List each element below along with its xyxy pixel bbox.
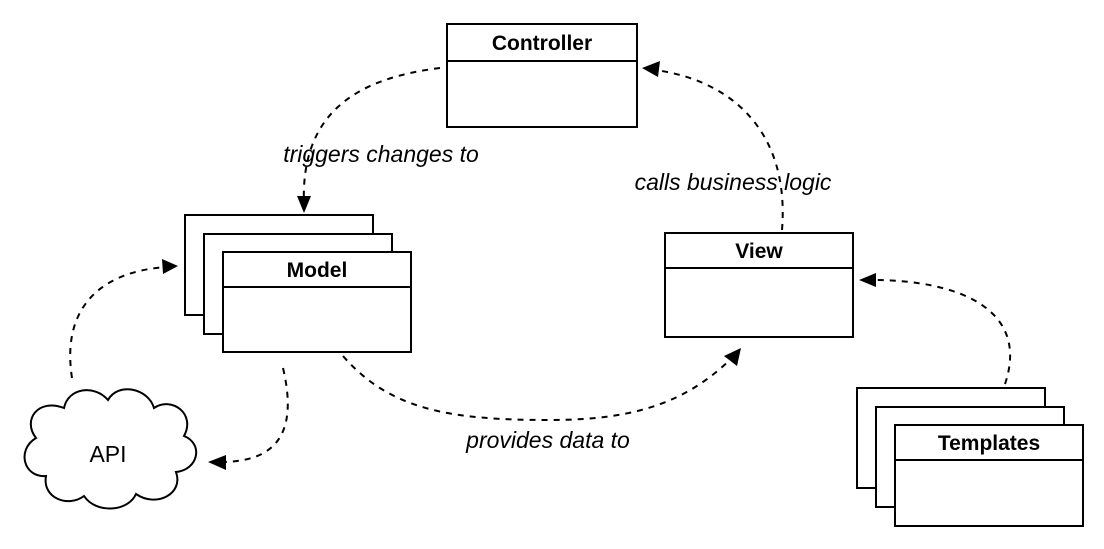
api-label: API [89,441,126,467]
edge-controller-to-model: triggers changes to [283,67,479,213]
arrowhead [297,196,311,213]
edge-label-triggers: triggers changes to [283,141,479,167]
model-title: Model [287,259,348,282]
cloud-shape [23,388,198,510]
edge-label-provides: provides data to [465,427,630,453]
view-node[interactable]: View [664,232,854,338]
edge-view-to-controller: calls business logic [635,61,832,231]
edge-templates-to-view [859,273,1012,385]
arrowhead [642,61,660,77]
api-node[interactable]: API [23,388,198,510]
controller-node[interactable]: Controller [446,23,638,128]
arrowhead [162,259,178,274]
model-node[interactable]: Model [184,214,412,353]
templates-node[interactable]: Templates [856,387,1084,527]
controller-title: Controller [492,32,592,55]
edge-model-to-api [208,367,289,470]
edge-label-calls: calls business logic [635,169,832,195]
templates-title: Templates [938,432,1040,455]
view-title: View [735,240,783,263]
edge-api-to-model [69,259,178,379]
arrowhead [208,455,226,470]
edge-model-to-view: provides data to [342,348,741,453]
arrowhead [859,273,876,287]
arrowhead [724,348,741,366]
